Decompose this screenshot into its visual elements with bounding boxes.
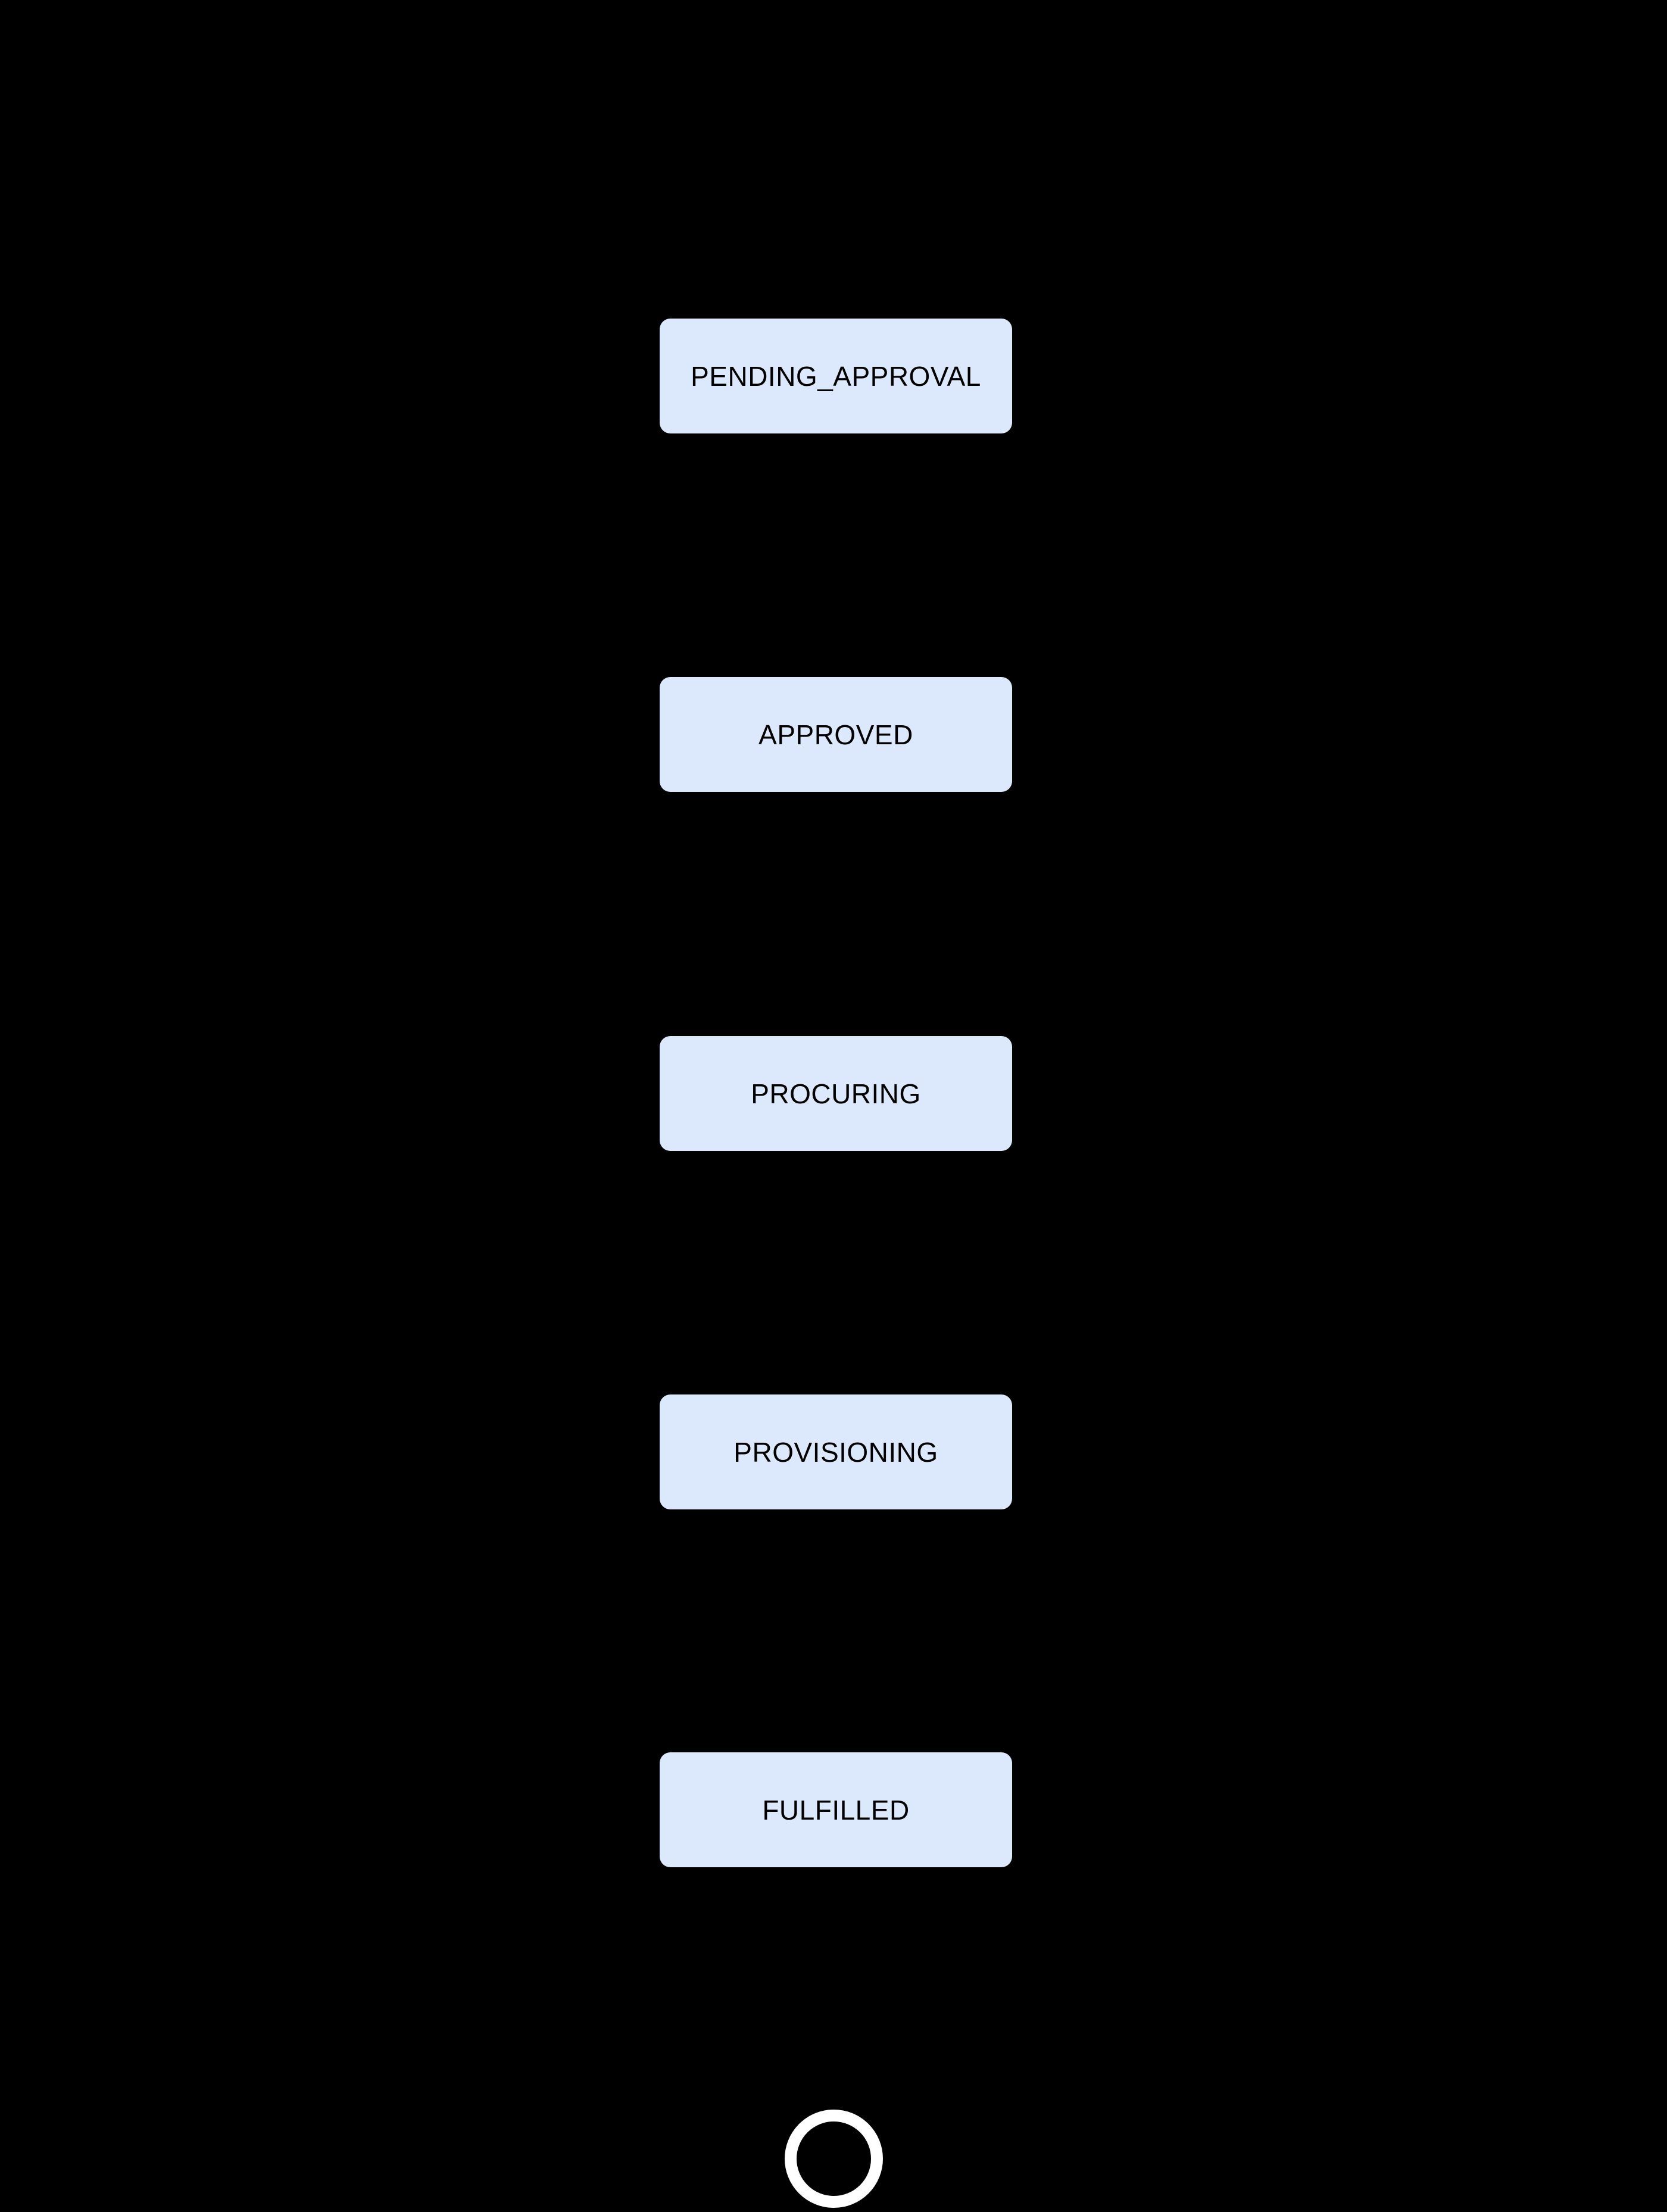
state-node-procuring[interactable]: PROCURING [660, 1036, 1012, 1151]
state-node-label: PROCURING [751, 1078, 921, 1109]
state-node-label: APPROVED [758, 719, 913, 750]
state-node-fulfilled[interactable]: FULFILLED [660, 1752, 1012, 1867]
state-node-pending-approval[interactable]: PENDING_APPROVAL [660, 319, 1012, 433]
state-node-provisioning[interactable]: PROVISIONING [660, 1394, 1012, 1509]
end-state-circle-icon [785, 2110, 883, 2208]
state-node-label: FULFILLED [762, 1794, 910, 1826]
state-node-approved[interactable]: APPROVED [660, 677, 1012, 792]
state-node-label: PROVISIONING [733, 1436, 938, 1468]
state-node-label: PENDING_APPROVAL [691, 360, 981, 392]
